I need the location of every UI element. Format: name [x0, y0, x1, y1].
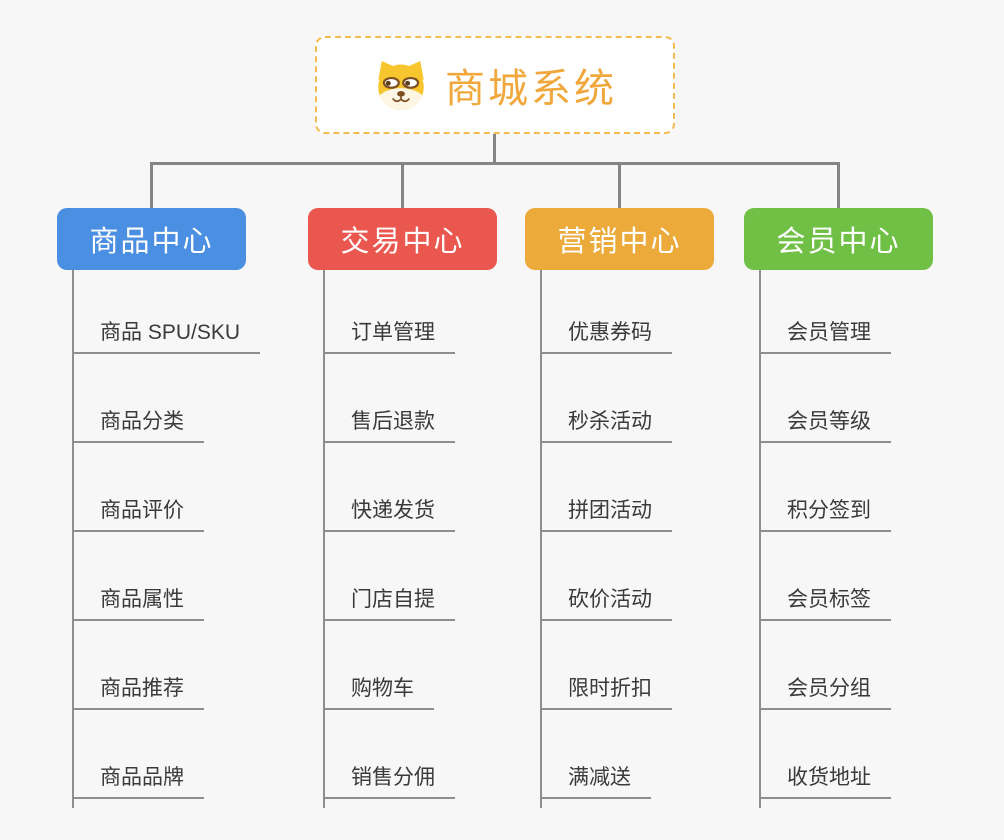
subtopic[interactable]: 商品 SPU/SKU	[72, 320, 261, 354]
connector-drop-trade	[401, 162, 404, 209]
connector-horizontal-line	[150, 162, 840, 165]
subtopic[interactable]: 会员管理	[759, 320, 891, 354]
branch-tree-line	[72, 270, 74, 808]
subtopic[interactable]: 订单管理	[323, 320, 455, 354]
branch-trade-center: 交易中心 订单管理 售后退款 快递发货 门店自提 购物车 销售分佣	[308, 208, 497, 820]
subtopic[interactable]: 商品推荐	[72, 676, 204, 710]
subtopic[interactable]: 商品评价	[72, 498, 204, 532]
subtopic[interactable]: 限时折扣	[540, 676, 672, 710]
subtopic[interactable]: 购物车	[323, 676, 434, 710]
subtopic[interactable]: 快递发货	[323, 498, 455, 532]
subtopic[interactable]: 满减送	[540, 765, 651, 799]
subtopic[interactable]: 秒杀活动	[540, 409, 672, 443]
subtopic[interactable]: 拼团活动	[540, 498, 672, 532]
dog-face-icon	[373, 59, 429, 111]
subtopic[interactable]: 销售分佣	[323, 765, 455, 799]
branch-node-product-center[interactable]: 商品中心	[57, 208, 246, 270]
subtopic[interactable]: 会员分组	[759, 676, 891, 710]
connector-root-stub	[493, 133, 496, 163]
root-title: 商城系统	[445, 67, 617, 111]
subtopic[interactable]: 会员等级	[759, 409, 891, 443]
branch-product-center: 商品中心 商品 SPU/SKU 商品分类 商品评价 商品属性 商品推荐 商品品牌	[57, 208, 261, 820]
branch-tree-line	[759, 270, 761, 808]
subtopic[interactable]: 砍价活动	[540, 587, 672, 621]
subtopic[interactable]: 售后退款	[323, 409, 455, 443]
subtopic[interactable]: 会员标签	[759, 587, 891, 621]
subtopic[interactable]: 积分签到	[759, 498, 891, 532]
branch-node-marketing-center[interactable]: 营销中心	[525, 208, 714, 270]
branch-member-center: 会员中心 会员管理 会员等级 积分签到 会员标签 会员分组 收货地址	[744, 208, 933, 820]
connector-drop-member	[837, 162, 840, 209]
root-node[interactable]: 商城系统	[315, 36, 675, 134]
subtopic[interactable]: 商品分类	[72, 409, 204, 443]
connector-drop-marketing	[618, 162, 621, 209]
branch-marketing-center: 营销中心 优惠券码 秒杀活动 拼团活动 砍价活动 限时折扣 满减送	[525, 208, 714, 820]
subtopic[interactable]: 商品属性	[72, 587, 204, 621]
branch-node-trade-center[interactable]: 交易中心	[308, 208, 497, 270]
branch-tree-line	[323, 270, 325, 808]
subtopic[interactable]: 门店自提	[323, 587, 455, 621]
subtopic[interactable]: 收货地址	[759, 765, 891, 799]
subtopic[interactable]: 优惠券码	[540, 320, 672, 354]
connector-drop-product	[150, 162, 153, 209]
subtopic[interactable]: 商品品牌	[72, 765, 204, 799]
branch-node-member-center[interactable]: 会员中心	[744, 208, 933, 270]
branch-tree-line	[540, 270, 542, 808]
